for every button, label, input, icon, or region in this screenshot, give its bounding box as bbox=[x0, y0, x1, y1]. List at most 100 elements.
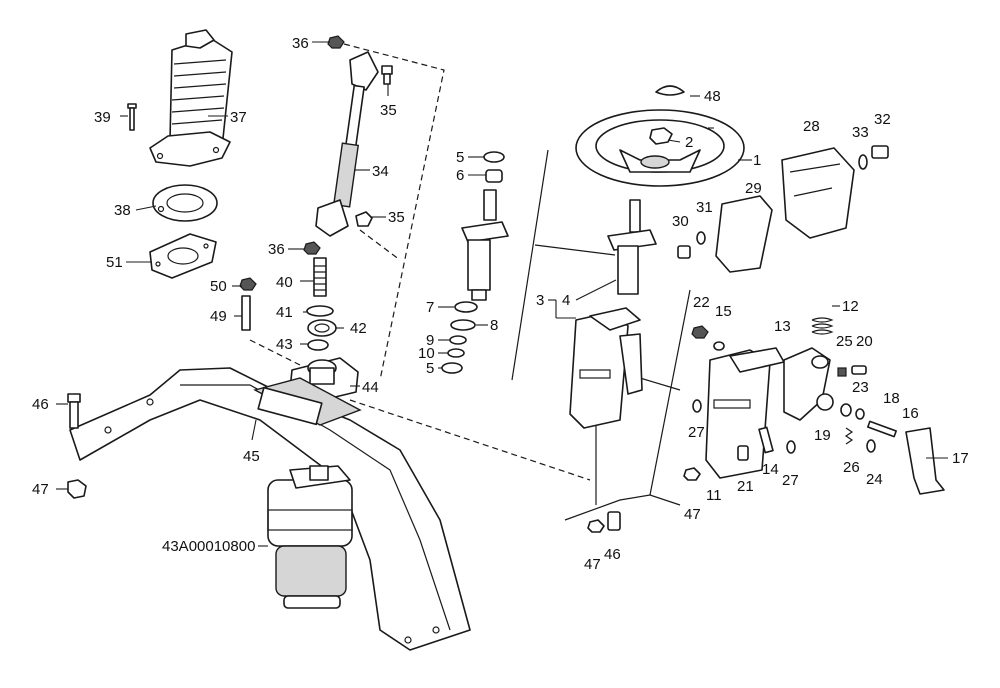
callout-18: 18 bbox=[883, 390, 900, 407]
callout-46b: 46 bbox=[604, 546, 621, 563]
screw-32 bbox=[871, 145, 889, 159]
callout-15: 15 bbox=[715, 303, 732, 320]
callout-21: 21 bbox=[737, 478, 754, 495]
callout-33: 33 bbox=[852, 124, 869, 141]
handle-17 bbox=[905, 427, 945, 495]
washer-24 bbox=[866, 439, 876, 453]
ring-5-top bbox=[483, 151, 505, 163]
bolt-21 bbox=[737, 445, 749, 461]
steering-unit-orbitrol bbox=[267, 465, 353, 609]
dashed-assembly-lines bbox=[249, 43, 591, 481]
nut-50 bbox=[239, 277, 257, 291]
callout-38: 38 bbox=[114, 202, 131, 219]
callout-2: 2 bbox=[685, 134, 693, 151]
callout-36a: 36 bbox=[292, 35, 309, 52]
callout-36b: 36 bbox=[268, 241, 285, 258]
callout-43: 43 bbox=[276, 336, 293, 353]
callout-47b: 47 bbox=[684, 506, 701, 523]
washer-18 bbox=[855, 408, 865, 420]
washer-27-low bbox=[786, 440, 796, 454]
washer-31 bbox=[696, 231, 706, 245]
bolt-46-left bbox=[67, 393, 81, 429]
bracket-29 bbox=[715, 195, 773, 273]
control-lever-boot bbox=[149, 29, 233, 167]
callout-8: 8 bbox=[490, 317, 498, 334]
nut-2 bbox=[649, 127, 673, 145]
callout-47c: 47 bbox=[584, 556, 601, 573]
leader-lines bbox=[56, 41, 948, 547]
callout-29: 29 bbox=[745, 180, 762, 197]
callout-40: 40 bbox=[276, 274, 293, 291]
callout-37: 37 bbox=[230, 109, 247, 126]
assembly-brackets bbox=[511, 149, 691, 521]
callout-25: 25 bbox=[836, 333, 853, 350]
plate-51 bbox=[149, 233, 217, 279]
callout-9: 9 bbox=[426, 332, 434, 349]
callout-11: 11 bbox=[706, 487, 722, 504]
callout-6: 6 bbox=[456, 167, 464, 184]
ring-5-bottom bbox=[441, 362, 463, 374]
callout-23: 23 bbox=[852, 379, 869, 396]
ring-10 bbox=[447, 348, 465, 358]
nut-47-left bbox=[67, 479, 87, 499]
bolt-30 bbox=[677, 245, 691, 259]
callout-35a: 35 bbox=[380, 102, 397, 119]
oring-41 bbox=[306, 305, 334, 317]
callout-26: 26 bbox=[843, 459, 860, 476]
callout-13: 13 bbox=[774, 318, 791, 335]
callout-27b: 27 bbox=[782, 472, 799, 489]
bracket-11 bbox=[705, 347, 785, 479]
ring-9 bbox=[449, 335, 467, 345]
callout-51: 51 bbox=[106, 254, 123, 271]
callout-34: 34 bbox=[372, 163, 389, 180]
washer-27-top bbox=[692, 399, 702, 413]
bearing-42 bbox=[307, 319, 337, 337]
bolt-35-top bbox=[381, 65, 393, 85]
nut-25 bbox=[837, 367, 847, 377]
cardan-shaft-34 bbox=[315, 51, 379, 237]
callout-ref-number: 43A00010800 bbox=[162, 538, 255, 555]
callout-22: 22 bbox=[693, 294, 710, 311]
callout-20: 20 bbox=[856, 333, 873, 350]
nut-36-low bbox=[303, 241, 321, 255]
shaft-40 bbox=[313, 257, 327, 297]
ring-7 bbox=[454, 301, 478, 313]
spring-26 bbox=[844, 427, 854, 445]
bolt-46-bottom bbox=[607, 511, 621, 531]
callout-27a: 27 bbox=[688, 424, 705, 441]
callout-31: 31 bbox=[696, 199, 713, 216]
frame-45 bbox=[69, 367, 471, 651]
column-4 bbox=[607, 199, 657, 295]
callout-17: 17 bbox=[952, 450, 969, 467]
column-upper-4 bbox=[461, 189, 509, 301]
callout-35b: 35 bbox=[388, 209, 405, 226]
callout-7: 7 bbox=[426, 299, 434, 316]
callout-3: 3 bbox=[536, 292, 544, 309]
bolt-35-low bbox=[355, 211, 373, 227]
bolt-16 bbox=[867, 420, 897, 438]
callout-49: 49 bbox=[210, 308, 227, 325]
callout-46a: 46 bbox=[32, 396, 49, 413]
callout-47a: 47 bbox=[32, 481, 49, 498]
callout-30: 30 bbox=[672, 213, 689, 230]
callout-labels: 1 2 3 4 5 5 6 7 8 9 10 11 12 13 14 15 16… bbox=[32, 35, 969, 573]
callout-14: 14 bbox=[762, 461, 779, 478]
callout-24: 24 bbox=[866, 471, 883, 488]
circlip-43 bbox=[307, 339, 329, 351]
callout-45: 45 bbox=[243, 448, 260, 465]
washer-33 bbox=[858, 154, 868, 170]
bush-6 bbox=[485, 169, 503, 183]
cap-48 bbox=[655, 85, 685, 96]
ring-8 bbox=[450, 319, 476, 331]
nut-22 bbox=[691, 325, 709, 339]
callout-1: 1 bbox=[753, 152, 761, 169]
callout-39: 39 bbox=[94, 109, 111, 126]
spring-12 bbox=[811, 317, 834, 335]
callout-41: 41 bbox=[276, 304, 293, 321]
callout-28: 28 bbox=[803, 118, 820, 135]
nut-36-top bbox=[327, 35, 345, 49]
callout-16: 16 bbox=[902, 405, 919, 422]
callout-42: 42 bbox=[350, 320, 367, 337]
cover-28 bbox=[781, 147, 855, 239]
